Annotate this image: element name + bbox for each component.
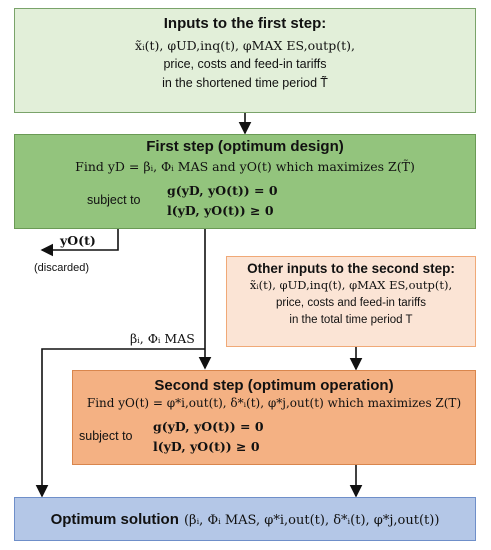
optimum-solution-title: Optimum solution [50, 511, 179, 528]
first-step-eq-g: g(yD, yO(t)) = 0 [167, 183, 278, 198]
first-step-inputs-vars: x̃ᵢ(t), φUD,inq(t), φMAX ES,outp(t), [135, 38, 355, 53]
discarded-note: (discarded) [34, 262, 90, 274]
second-step-title: Second step (optimum operation) [154, 377, 394, 394]
second-step-inputs-period: in the total time period T [289, 314, 413, 326]
second-step-eq-g: g(yD, yO(t)) = 0 [153, 419, 264, 434]
second-step-box: Second step (optimum operation) Find yO(… [72, 370, 476, 465]
first-step-eq-l: l(yD, yO(t)) ≥ 0 [167, 203, 274, 218]
second-step-eq-l: l(yD, yO(t)) ≥ 0 [153, 439, 260, 454]
first-step-find: Find yD = βᵢ, Φᵢ MAS and yO(t) which max… [75, 159, 415, 174]
optimum-solution-vars: (βᵢ, Φᵢ MAS, φ*i,out(t), δ*ᵢ(t), φ*j,out… [183, 513, 440, 528]
first-step-inputs-period: in the shortened time period T̃ [162, 76, 328, 90]
first-step-inputs-prices: price, costs and feed-in tariffs [163, 57, 327, 71]
second-step-inputs-vars: x̃ᵢ(t), φUD,inq(t), φMAX ES,outp(t), [249, 278, 453, 292]
second-step-find: Find yO(t) = φ*i,out(t), δ*ᵢ(t), φ*j,out… [86, 396, 462, 410]
optimum-solution-box: Optimum solution (βᵢ, Φᵢ MAS, φ*i,out(t)… [14, 497, 476, 541]
first-step-title: First step (optimum design) [146, 138, 344, 155]
optimum-solution-content: Optimum solution (βᵢ, Φᵢ MAS, φ*i,out(t)… [15, 509, 475, 530]
second-step-inputs-title: Other inputs to the second step: [247, 261, 455, 276]
first-step-inputs-title: Inputs to the first step: [163, 15, 327, 32]
first-step-inputs-box: Inputs to the first step: x̃ᵢ(t), φUD,in… [14, 8, 476, 113]
arrow-to-discarded [40, 229, 119, 257]
design-variables-label: βᵢ, Φᵢ MAS [130, 331, 195, 346]
second-step-subject-to: subject to [79, 429, 133, 443]
arrow-beta-to-solution [35, 348, 205, 498]
second-step-inputs-box: Other inputs to the second step: x̃ᵢ(t),… [226, 256, 476, 347]
discarded-output-var: yO(t) [60, 233, 96, 248]
first-step-box: First step (optimum design) Find yD = βᵢ… [14, 134, 476, 229]
first-step-subject-to: subject to [87, 193, 141, 207]
second-step-inputs-prices: price, costs and feed-in tariffs [276, 297, 426, 309]
